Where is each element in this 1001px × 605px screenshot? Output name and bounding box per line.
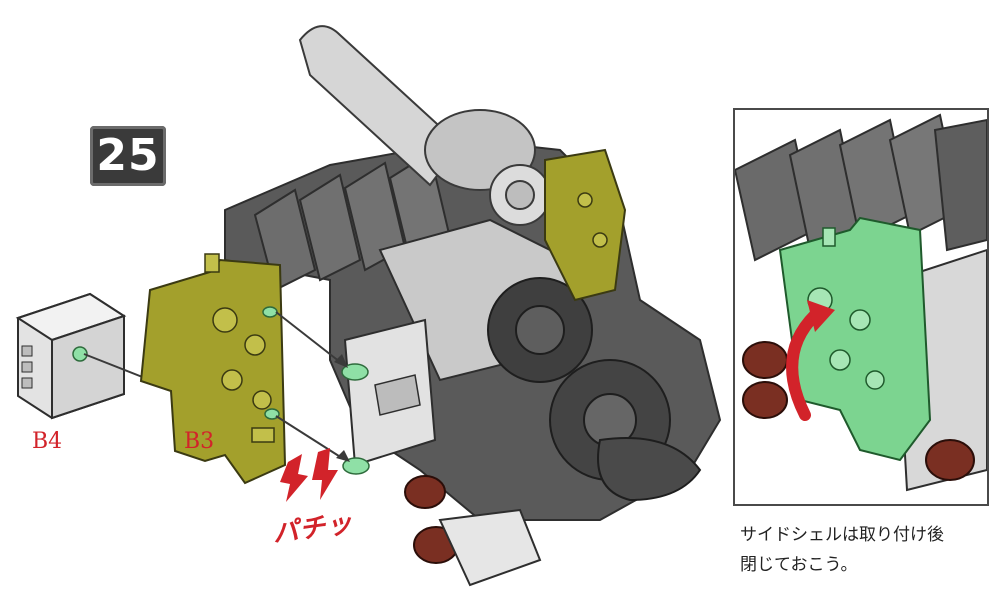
inset-note: サイドシェルは取り付け後 閉じておこう。 — [740, 520, 990, 580]
rotate-arrow — [786, 309, 821, 421]
receiving-bracket — [341, 318, 437, 475]
front-wheels — [404, 475, 542, 587]
inset-note-line-1: サイドシェルは取り付け後 — [740, 525, 944, 545]
step-number-badge: 25 — [90, 126, 166, 186]
rotate-arrow-head — [807, 300, 835, 332]
arrow-b3-upper — [275, 311, 341, 363]
installed-olive-plate — [544, 148, 627, 302]
cannon — [298, 25, 551, 226]
inset-illustration — [735, 113, 987, 492]
part-label-b3: B3 — [184, 429, 215, 454]
part-b3 — [139, 253, 287, 485]
inset-detail-frame — [733, 108, 989, 506]
snap-burst — [280, 448, 338, 502]
arrow-b3-lower-head — [336, 450, 350, 462]
inset-note-line-2: 閉じておこう。 — [740, 555, 858, 575]
part-label-b4: B4 — [32, 429, 63, 454]
arrow-b3-upper-head — [334, 354, 348, 368]
arrow-b3-lower — [275, 415, 343, 459]
part-b4 — [15, 292, 127, 420]
